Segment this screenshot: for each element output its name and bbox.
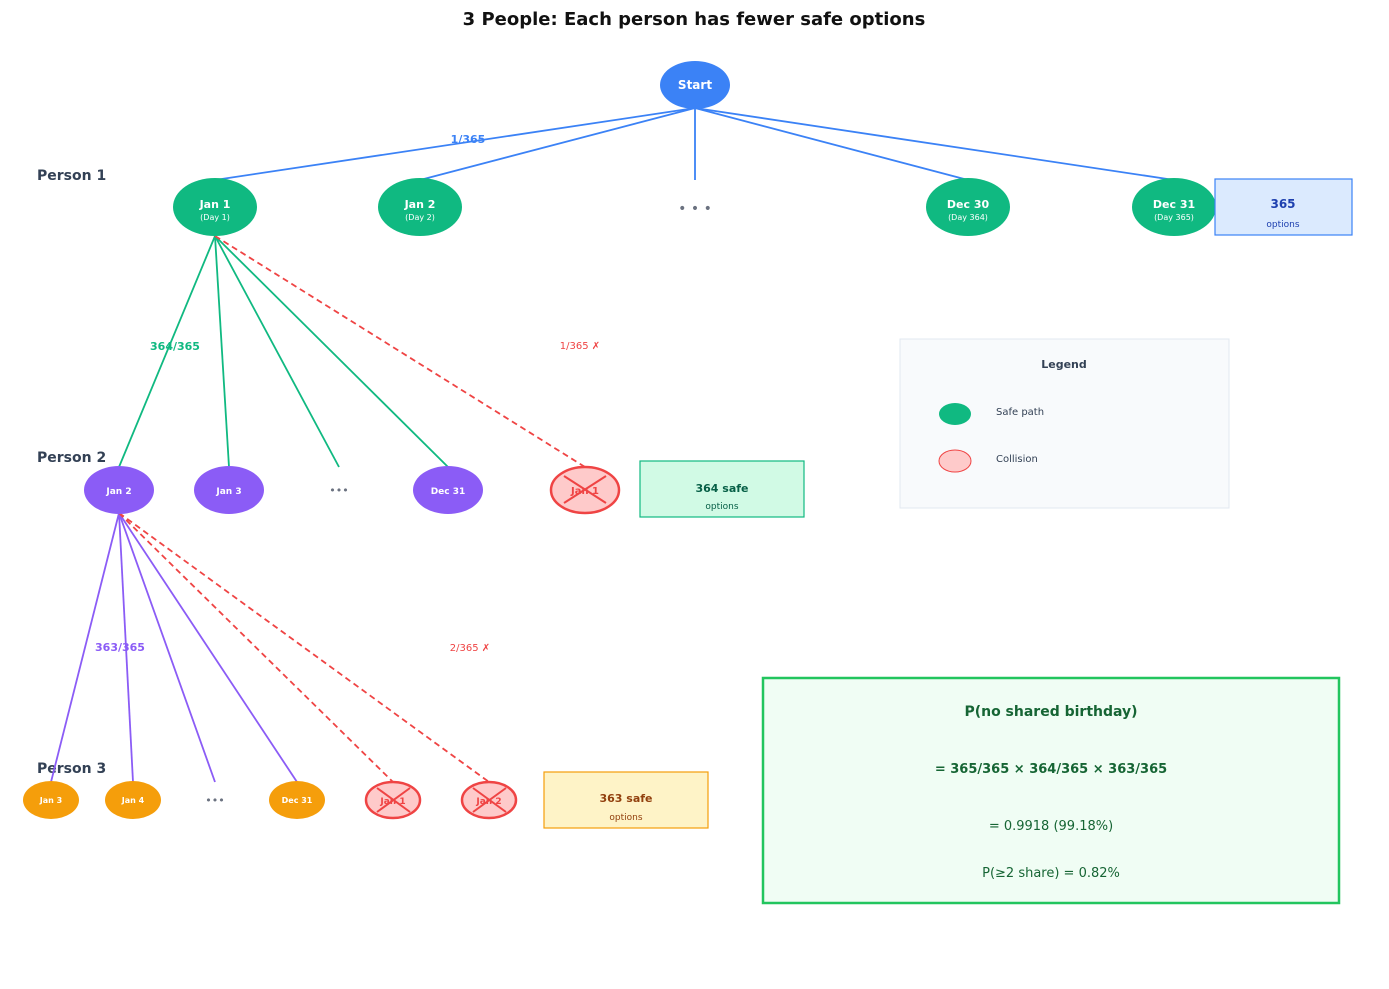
person2-node: Dec 31 [413, 466, 483, 514]
person1-node-label: Dec 31 [1153, 198, 1195, 211]
result-value: = 0.9918 (99.18%) [989, 819, 1113, 834]
person2-options-box: 364 safe options [639, 460, 805, 518]
result-heading: P(no shared birthday) [964, 704, 1137, 720]
collision-swatch-icon [938, 449, 972, 473]
edge-start-jan2 [419, 107, 696, 181]
edge-p1-ellipsis [214, 235, 340, 468]
person1-ellipsis: • • • [678, 201, 712, 217]
start-node: Start [660, 61, 730, 109]
person2-prob-label: 364/365 [150, 340, 200, 353]
person2-options-value: 364 safe [695, 482, 748, 495]
collision-cross-icon [563, 475, 607, 504]
person2-node: Jan 2 [84, 466, 154, 514]
person1-node-label: Jan 2 [404, 198, 436, 211]
edge-p2-collision-jan1 [118, 512, 394, 783]
legend-item-safe: Safe path [996, 407, 1044, 418]
result-formula: = 365/365 × 364/365 × 363/365 [935, 762, 1167, 777]
edge-p2-collision-jan2 [118, 512, 490, 783]
edge-p2-dec31 [118, 512, 298, 783]
person1-node-sub: (Day 2) [405, 213, 435, 222]
person1-edges [118, 235, 449, 468]
edge-p2-ellipsis [118, 512, 216, 783]
person1-options-box: 365 options [1214, 178, 1353, 236]
start-edges [214, 107, 1175, 181]
person1-node: Jan 2 (Day 2) [378, 178, 462, 236]
person2-label: Person 2 [37, 450, 106, 466]
safe-path-swatch-icon [939, 403, 971, 425]
person3-label: Person 3 [37, 761, 106, 777]
person3-node-label: Jan 4 [121, 796, 145, 805]
person3-node: Jan 4 [105, 781, 161, 819]
collision-cross-icon [472, 787, 507, 813]
person1-node-sub: (Day 365) [1154, 213, 1194, 222]
edge-start-dec31 [694, 107, 1175, 181]
person1-node: Dec 31 (Day 365) [1132, 178, 1216, 236]
person3-node-label: Dec 31 [282, 796, 313, 805]
person3-collision-node: Jan 1 [364, 780, 422, 820]
diagram-title: 3 People: Each person has fewer safe opt… [463, 9, 926, 30]
person1-node-sub: (Day 364) [948, 213, 988, 222]
person2-collision-prob: 1/365 ✗ [560, 341, 600, 352]
person2-node-label: Jan 3 [215, 487, 241, 497]
legend: Legend Safe path Collision [899, 338, 1230, 509]
person3-options-caption: options [609, 813, 642, 823]
person1-options-value: 365 [1270, 197, 1295, 211]
collision-cross-icon [376, 787, 411, 813]
person1-options-caption: options [1266, 220, 1299, 230]
person3-collision-label: Jan 2 [475, 797, 501, 807]
edge-p1-dec31 [214, 235, 449, 468]
edge-p1-collision [214, 235, 586, 468]
person2-edges [50, 512, 298, 783]
result-complement: P(≥2 share) = 0.82% [982, 866, 1120, 881]
legend-item-collision: Collision [996, 454, 1038, 465]
person1-prob-label: 1/365 [451, 133, 486, 146]
person3-collision-label: Jan 1 [379, 797, 405, 807]
person3-ellipsis: ••• [205, 794, 224, 807]
person3-node-label: Jan 3 [39, 796, 62, 805]
person1-node-label: Jan 1 [199, 198, 231, 211]
person1-label: Person 1 [37, 168, 106, 184]
person1-node-sub: (Day 1) [200, 213, 230, 222]
person2-options-caption: options [705, 502, 738, 512]
person3-options-value: 363 safe [599, 792, 652, 805]
person1-node: Jan 1 (Day 1) [173, 178, 257, 236]
edge-p1-jan3 [214, 235, 230, 468]
edge-p1-jan2 [118, 235, 216, 468]
person1-node: Dec 30 (Day 364) [926, 178, 1010, 236]
person2-node: Jan 3 [194, 466, 264, 514]
person1-node-label: Dec 30 [947, 198, 990, 211]
legend-title: Legend [1041, 358, 1087, 371]
person3-prob-label: 363/365 [95, 641, 145, 654]
person2-ellipsis: ••• [329, 484, 348, 497]
edge-start-dec30 [694, 107, 969, 181]
edge-p2-jan3 [50, 512, 120, 783]
person3-collision-node: Jan 2 [460, 780, 518, 820]
edge-p2-jan4 [118, 512, 134, 783]
person2-node-label: Dec 31 [431, 487, 466, 497]
person2-collision-node: Jan 1 [549, 465, 621, 515]
person3-collision-prob: 2/365 ✗ [450, 643, 490, 654]
start-node-label: Start [678, 78, 712, 92]
person2-node-label: Jan 2 [105, 487, 131, 497]
person3-options-box: 363 safe options [543, 771, 709, 829]
person2-collision-label: Jan 1 [570, 486, 599, 497]
person3-node: Jan 3 [23, 781, 79, 819]
edge-start-jan1 [214, 107, 696, 181]
result-box: P(no shared birthday) = 365/365 × 364/36… [761, 676, 1341, 905]
person3-node: Dec 31 [269, 781, 325, 819]
